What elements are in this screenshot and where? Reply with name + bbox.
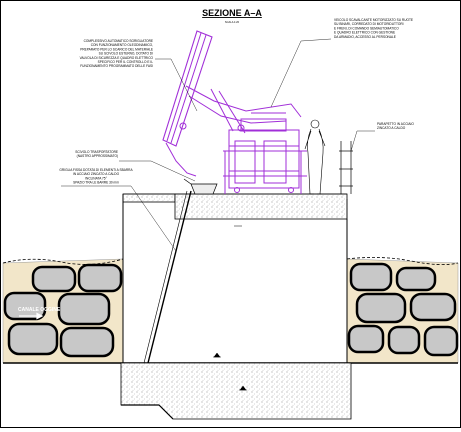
flow-arrow-icon: [19, 312, 44, 320]
drawing-title: SEZIONE A–A: [202, 8, 262, 18]
note-line: VALVOLA DI SICUREZZA E QUADRO ELETTRICO: [80, 56, 154, 60]
note-line: PREPARATO PER LO SCARICO DEL MATERIALE: [80, 47, 153, 51]
note-line: FUNZIONAMENTO PROGRAMMATO DELLE FASI: [80, 64, 153, 68]
grabber-machine: [162, 30, 307, 194]
leader-lines: [61, 38, 375, 252]
note-line: SPAZIO TRA LE BARRE 30 mm: [73, 181, 119, 185]
note-line: DA ARMADIO, ACCESSO AL PERSONALE: [334, 35, 396, 39]
note-gantry: VEICOLO SCAVALCANTE MOTORIZZATO SU RUOTE…: [334, 18, 413, 39]
foundation-bottom: [158, 404, 174, 420]
note-line: SPECIFICO PER IL CONTROLLO E IL: [98, 60, 154, 64]
inclined-screen: [143, 190, 192, 364]
note-line: SU SCIVOLO ESTERNO, DOTATO DI: [99, 52, 153, 56]
note-line: E QUADRO ELETTRICO CON GESTIONE: [334, 31, 395, 35]
note-line: E FRENI, DI COMANDO SEMIAUTOMATICO: [334, 26, 399, 30]
note-line: PARAPETTO IN ACCIAIO: [377, 122, 414, 126]
canal-label: CANALE OGGINE: [18, 307, 61, 313]
pit-outline: [122, 193, 348, 363]
level-markers: [213, 225, 247, 391]
note-line: SU BINARI, CORREDATO DI MOTORIDUTTORI: [334, 22, 404, 26]
note-line: INCLINATA 75°: [85, 176, 107, 180]
note-line: COMPLESSIVO AUTOMATICO SGRIGLIATORE: [84, 39, 153, 43]
note-screen: GRIGLIA FISSA DOTATA DI ELEMENTI A SBARR…: [59, 168, 133, 185]
rocks-left: [3, 263, 123, 358]
foundation-base: [120, 362, 352, 420]
note-line: SCIVOLO TRASPORTATORE: [75, 150, 118, 154]
person-icon: [304, 119, 326, 195]
drawing-scale: SCALA 1:20: [225, 20, 240, 24]
deck-slab-right: [174, 193, 348, 220]
rocks-right: [347, 262, 459, 357]
note-chute: SCIVOLO TRASPORTATORE(NASTRO APPROSSIMAT…: [75, 150, 118, 158]
note-line: (NASTRO APPROSSIMATO): [77, 154, 118, 158]
note-line: VEICOLO SCAVALCANTE MOTORIZZATO SU RUOTE: [334, 18, 413, 22]
deck-slab-left: [122, 193, 176, 203]
note-line: IN ACCIAIO ZINCATO A CALDO: [73, 172, 120, 176]
railing: [339, 141, 353, 194]
note-line: ZINCATO A CALDO: [377, 126, 406, 130]
note-line: CON FUNZIONAMENTO OLEODINAMICO,: [91, 43, 153, 47]
chute: [183, 178, 218, 195]
note-line: GRIGLIA FISSA DOTATA DI ELEMENTI A SBARR…: [59, 168, 133, 172]
